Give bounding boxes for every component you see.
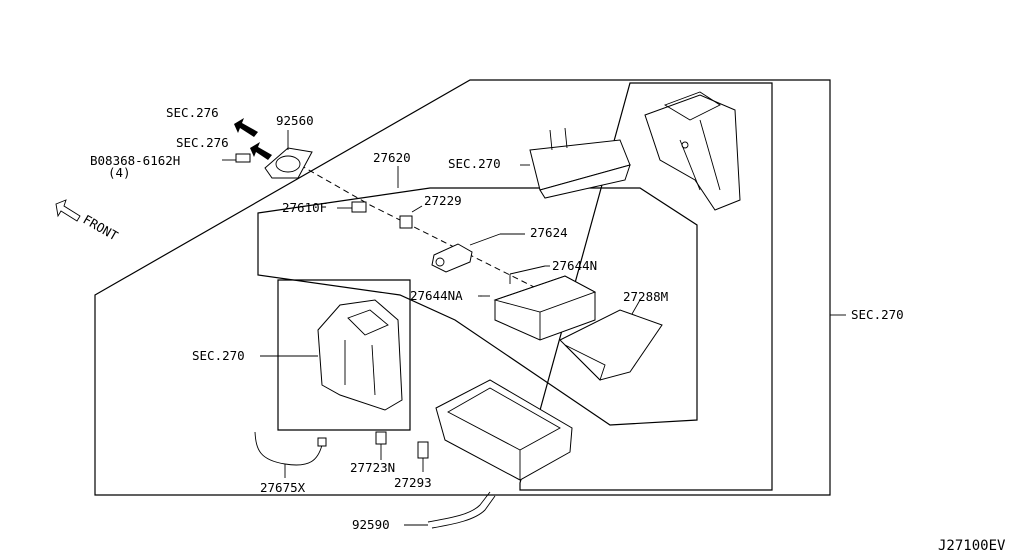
label-27644n: 27644N <box>552 258 597 273</box>
sec276-arrow-b <box>250 142 272 160</box>
label-27229: 27229 <box>424 193 462 208</box>
bolt-part <box>222 153 251 163</box>
label-sec276-a: SEC.276 <box>166 105 219 120</box>
label-27610f: 27610F <box>282 200 327 215</box>
label-bolt-qty: (4) <box>108 165 131 180</box>
label-27723n: 27723N <box>350 460 395 475</box>
sec276-arrow-a <box>234 118 258 137</box>
label-92590: 92590 <box>352 517 390 532</box>
lower-left-subframe <box>277 279 411 431</box>
evaporator-part <box>480 265 597 341</box>
front-arrow-icon <box>55 199 81 222</box>
label-27675x: 27675X <box>260 480 306 495</box>
label-27644na: 27644NA <box>410 288 463 303</box>
part-27624 <box>431 233 525 273</box>
sensor-wire-27675x <box>254 431 327 478</box>
label-27624: 27624 <box>530 225 568 240</box>
part-27229 <box>399 205 423 229</box>
label-92560: 92560 <box>276 113 314 128</box>
label-sec270-left: SEC.270 <box>192 348 245 363</box>
heater-core-part <box>520 127 631 199</box>
label-27288m: 27288M <box>623 289 668 304</box>
label-sec276-b: SEC.276 <box>176 135 229 150</box>
part-27293 <box>417 441 429 472</box>
assembly-frame <box>94 79 831 496</box>
upper-right-housing <box>644 91 741 211</box>
label-diagram-id: J27100EV <box>938 538 1006 554</box>
label-27620: 27620 <box>373 150 411 165</box>
part-27723n <box>375 431 387 460</box>
seal-27288m <box>559 299 663 381</box>
inner-group-frame <box>257 187 698 426</box>
drain-hose-92590 <box>404 491 496 529</box>
part-27610f <box>337 201 367 213</box>
label-sec270-top: SEC.270 <box>448 156 501 171</box>
label-bolt: B08368-6162H <box>90 153 180 168</box>
lower-left-housing <box>260 299 403 411</box>
label-front: FRONT <box>81 212 121 244</box>
label-sec270-right: SEC.270 <box>851 307 904 322</box>
gasket-92560 <box>264 130 313 179</box>
label-27293: 27293 <box>394 475 432 490</box>
lower-case-part <box>435 379 573 481</box>
